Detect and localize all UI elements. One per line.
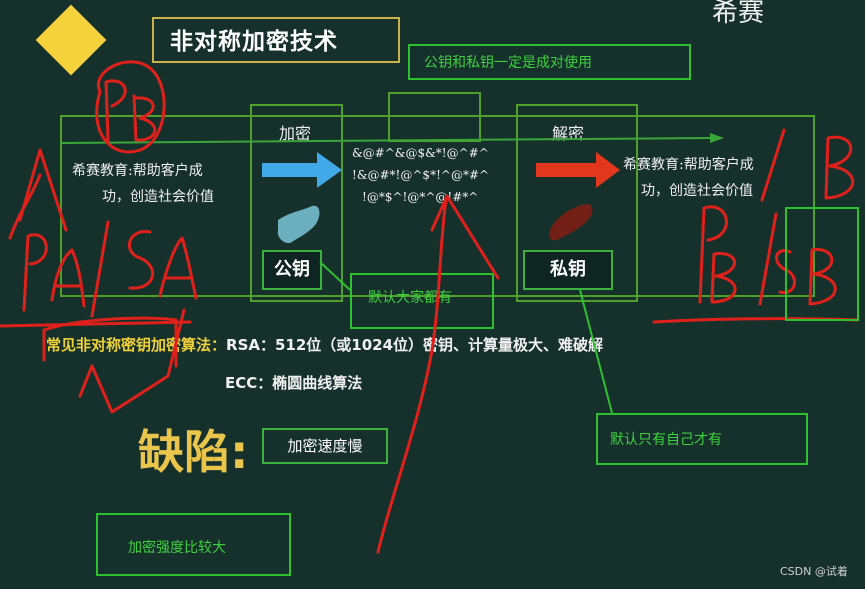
decrypt-arrow-icon [536,152,620,188]
plaintext-right-line1: 希赛教育:帮助客户成 [623,157,754,173]
note-pair-text: 公钥和私钥一定是成对使用 [424,55,592,71]
hw-sb-b [808,248,837,306]
page-title: 非对称加密技术 [170,29,338,55]
encrypt-label: 加密 [279,124,312,143]
ciphertext-line2: !&@#*!@^$*!^@*#^ [352,168,490,182]
hw-pb-right-p [698,205,728,304]
algo-line-rsa: 常见非对称密钥加密算法：RSA：512位（或1024位）密钥、计算量极大、难破解 [46,334,603,355]
plaintext-left-line2: 功，创造社会价值 [102,189,214,205]
private-key-label: 私钥 [523,250,613,290]
public-key-label: 公钥 [262,250,322,290]
decrypt-box [516,104,638,302]
hw-center-arrow [376,198,448,554]
note-strength-box: 加密强度比较大 [96,513,291,576]
public-key-icon [277,205,320,244]
top-flow-line [59,137,711,144]
brand-logo: 希赛 [712,0,765,28]
hw-pb-top-p [104,79,127,142]
hw-pa-p [22,233,48,312]
defect-value: 加密速度慢 [262,428,388,464]
plaintext-left-line1: 希赛教育:帮助客户成 [72,163,203,179]
top-flow-arrowhead [710,133,724,143]
encrypt-arrow-icon [262,152,342,188]
note-private-text: 默认只有自己才有 [610,432,722,448]
plaintext-left: 希赛教育:帮助客户成 功，创造社会价值 [72,158,214,210]
note-public-text: 默认大家都有 [368,290,452,306]
defect-label: 缺陷: [138,425,249,479]
plaintext-right: 希赛教育:帮助客户成 功，创造社会价值 [623,152,754,204]
note-public-box: 默认大家都有 [350,273,494,329]
private-key-icon [549,204,593,241]
note-strength-text: 加密强度比较大 [128,540,226,556]
title-frame [152,17,400,63]
note-pair-box: 公钥和私钥一定是成对使用 [408,44,691,80]
algo-line-ecc: ECC：椭圆曲线算法 [225,374,363,392]
hw-pb-right-b [710,252,737,304]
ciphertext-line1: &@#^&@$&*!@^#^ [352,146,489,160]
encrypt-box [250,104,343,302]
hw-pa-a [50,248,86,308]
algo-rsa: RSA：512位（或1024位）密钥、计算量极大、难破解 [226,336,604,354]
hw-sa-a [158,236,198,300]
hw-pb-top-b [132,94,157,142]
plaintext-right-line2: 功，创造社会价值 [641,183,753,199]
hw-sa-s [128,230,155,290]
algo-prefix: 常见非对称密钥加密算法： [46,336,227,354]
hw-pb-circle [95,60,166,154]
watermark: CSDN @试着 [780,565,848,578]
note-private-box: 默认只有自己才有 [596,413,808,465]
hw-b-top [824,135,855,200]
